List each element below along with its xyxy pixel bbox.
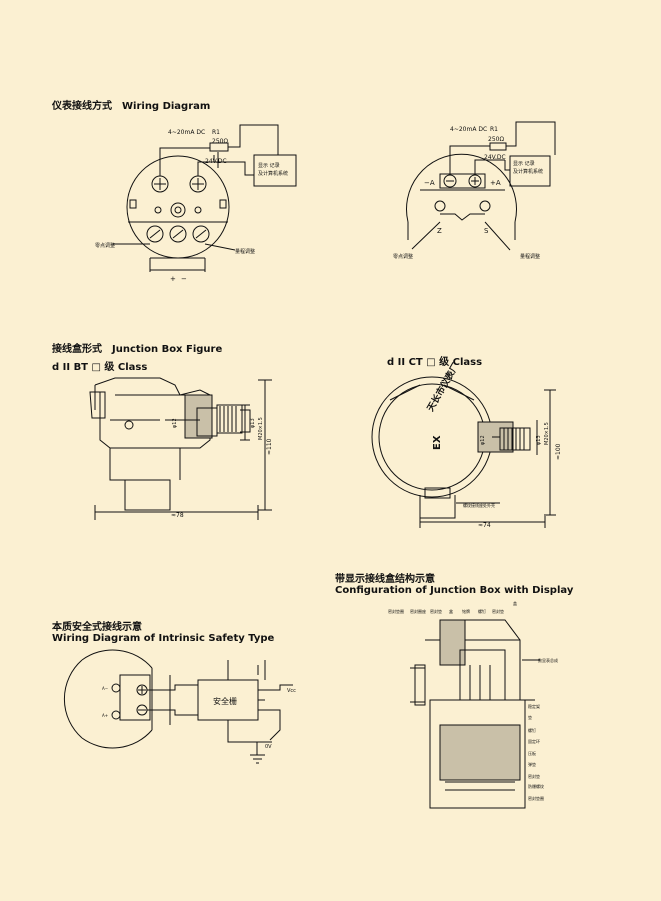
ct-m20: M20×1.5 (544, 422, 550, 445)
wr-voltage: 24V.DC (484, 154, 506, 161)
wl-box-line1: 显示 记录 (258, 162, 280, 169)
disp-side-8: 密封垫圈 (528, 795, 544, 801)
disp-side-0: 稳定架 (528, 703, 540, 709)
junction-box-bt (89, 377, 272, 520)
wl-box-line2: 及计算机系统 (258, 170, 288, 177)
display-heading-zh: 带显示接线盒结构示意 (335, 574, 435, 585)
safety-barrier: 安全栅 (213, 696, 237, 706)
wl-r1: R1 (212, 129, 220, 136)
wr-res: 250Ω (488, 136, 504, 143)
wr-box-line1: 显示 记录 (513, 160, 535, 167)
intrinsic-a-neg: A− (102, 686, 108, 691)
intrinsic-heading-zh: 本质安全式接线示意 (52, 622, 142, 633)
junction-box-heading: 接线盒形式 Junction Box Figure (52, 340, 222, 355)
disp-side-3: 固定环 (528, 738, 540, 744)
bt-width: ≈78 (171, 512, 184, 519)
disp-right-top: 数显表总成 (538, 657, 558, 663)
disp-lab-4: 铭牌 (462, 608, 470, 614)
wr-r1: R1 (490, 126, 498, 133)
bt-d13: φ13 (250, 418, 256, 428)
heading-zh: 仪表接线方式 (52, 101, 112, 112)
intrinsic-diagram (63, 649, 293, 764)
wiring-diagram-right (406, 121, 556, 251)
intrinsic-heading-en: Wiring Diagram of Intrinsic Safety Type (52, 633, 275, 644)
wl-plus: + (170, 275, 176, 283)
heading-en: Wiring Diagram (122, 101, 211, 112)
disp-lab-6: 密封垫 (492, 608, 504, 614)
wr-s: S (484, 227, 489, 235)
wiring-diagram-heading: 仪表接线方式 Wiring Diagram (52, 97, 210, 112)
wr-zero: 零点调整 (393, 253, 413, 260)
wl-zero: 零点调整 (95, 242, 115, 249)
ct-nameplate: 天长市仪表厂 (424, 361, 461, 414)
disp-side-7: 防爆螺纹 (528, 783, 544, 789)
disp-lab-1: 密封圈座 (410, 608, 426, 614)
disp-lab-2: 密封垫 (430, 608, 442, 614)
junction-box-ct (371, 376, 556, 528)
wr-term-neg: −A (424, 179, 435, 187)
ct-d12: φ12 (480, 435, 486, 445)
wr-range: 量程调整 (520, 253, 540, 260)
ct-ex: EX (432, 435, 443, 450)
wr-current: 4~20mA DC (450, 126, 487, 133)
display-heading-en: Configuration of Junction Box with Displ… (335, 585, 574, 596)
intrinsic-0v: 0V (265, 744, 272, 750)
ct-height: ≈100 (555, 443, 562, 460)
intrinsic-vcc: Vcc (287, 688, 296, 694)
ct-d13: φ13 (536, 435, 542, 445)
disp-lab-0: 密封垫圈 (388, 608, 404, 614)
heading-en: Junction Box Figure (112, 344, 223, 355)
wr-box-line2: 及计算机系统 (513, 168, 543, 175)
class-ct-label: d II CT □ 级 Class (387, 357, 483, 368)
disp-lab-7: 盖 (513, 600, 517, 606)
intrinsic-a-pos: A+ (102, 713, 108, 718)
wl-voltage: 24V.DC (205, 158, 227, 165)
wl-res: 250Ω (212, 138, 228, 145)
class-bt-label: d II BT □ 级 Class (52, 362, 148, 373)
wr-z: Z (437, 227, 442, 235)
ct-note: 螺纹接线座处外壳 (463, 502, 495, 508)
wl-range: 量程调整 (235, 248, 255, 255)
disp-side-2: 螺钉 (528, 727, 536, 733)
ct-width: ≈74 (478, 522, 491, 529)
heading-zh: 接线盒形式 (52, 344, 102, 355)
wl-current: 4~20mA DC (168, 129, 205, 136)
disp-side-5: 弹垫 (528, 761, 536, 767)
disp-side-1: 垫 (528, 714, 532, 720)
bt-height: ≈110 (266, 438, 273, 455)
bt-d12: φ12 (172, 418, 178, 428)
wiring-diagram-left (112, 124, 297, 272)
disp-side-4: 压板 (528, 750, 536, 756)
wr-term-pos: +A (490, 179, 501, 187)
display-box-drawing (410, 619, 540, 809)
bt-m20: M20×1.5 (258, 417, 264, 440)
wl-minus: − (181, 275, 187, 283)
disp-lab-5: 螺钉 (478, 608, 486, 614)
disp-side-6: 密封垫 (528, 773, 540, 779)
disp-lab-3: 盒 (449, 608, 453, 614)
